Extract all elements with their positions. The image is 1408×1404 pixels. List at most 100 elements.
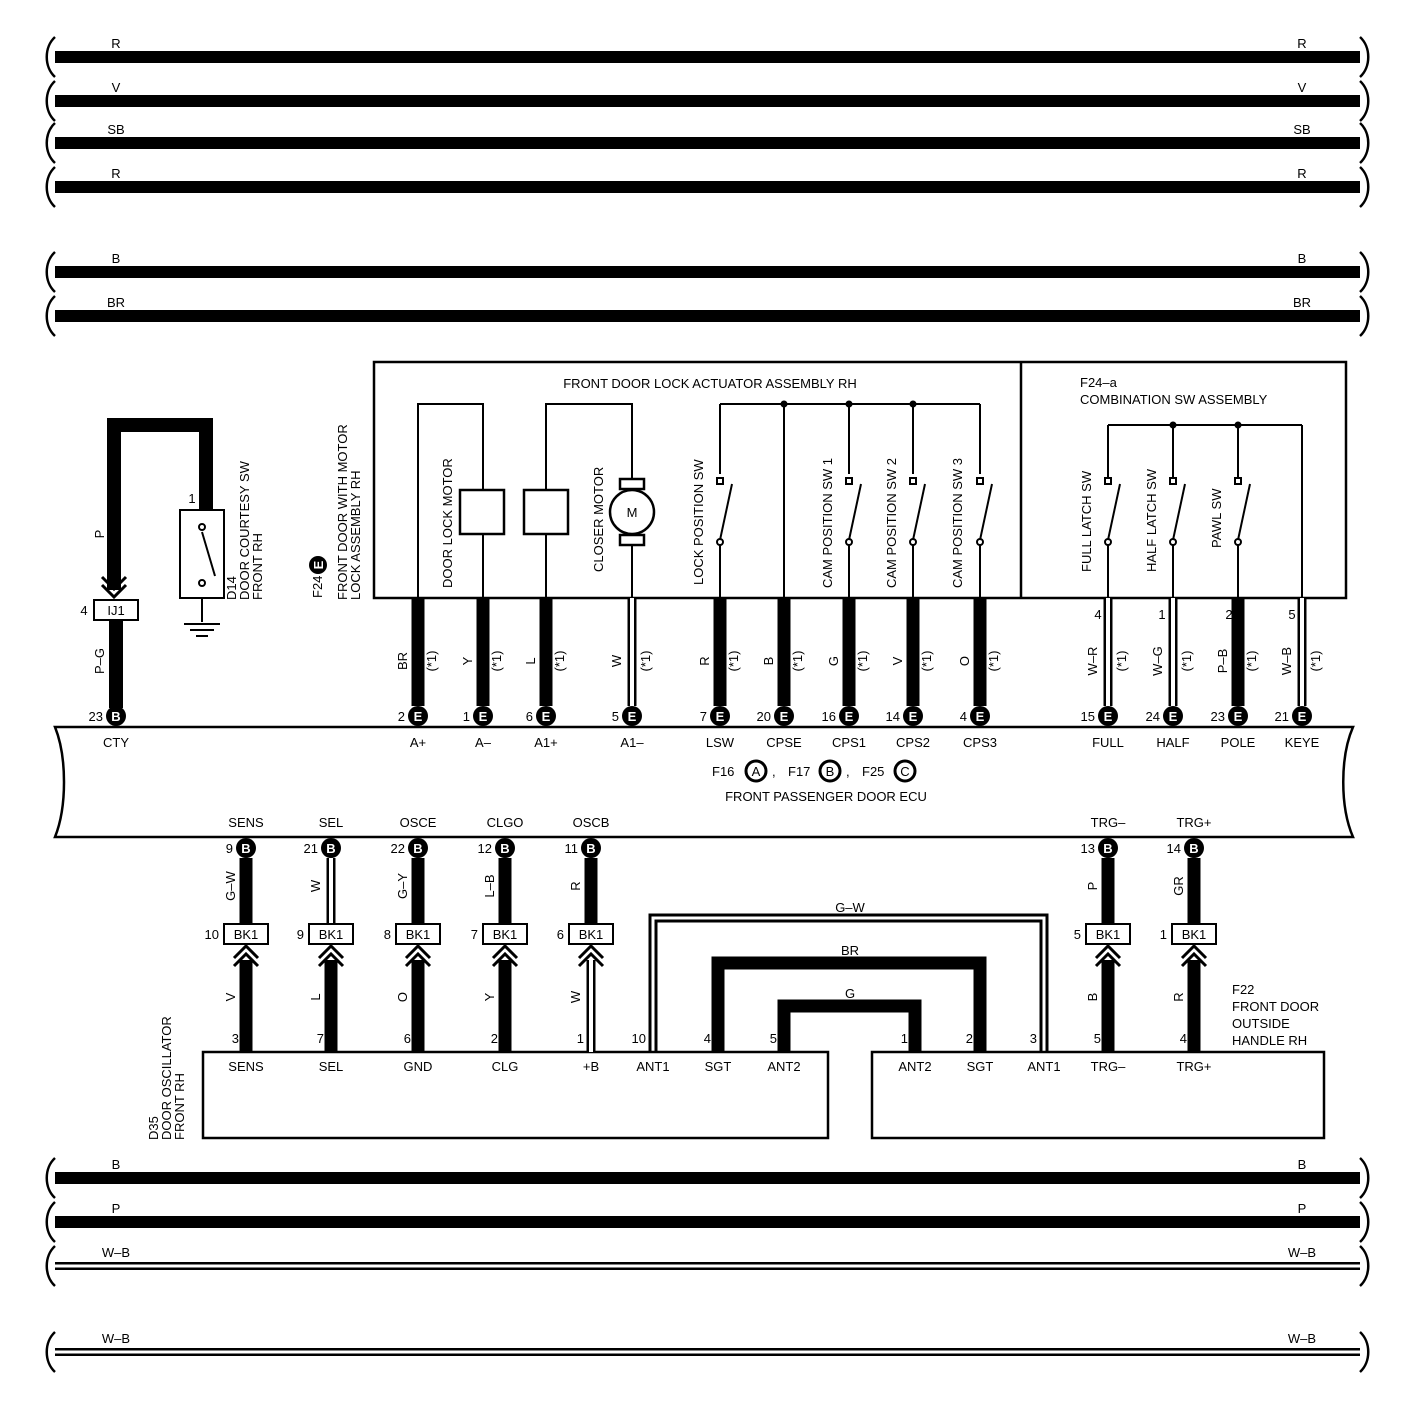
ecu-bottom-pin-3-letter: B [500,841,509,856]
handle-code: F22 [1232,982,1254,997]
arrow-up-chevron [404,943,432,960]
ecu-top-pin-10-num: 15 [1081,709,1095,724]
bus-break-left [45,1201,56,1243]
ecu-conn-c-badge [893,759,917,783]
osc-pin-5-num: 10 [632,1031,646,1046]
ecu-top-pin-7-letter: E [845,709,854,724]
ecu-bottom-pin-5-num: 13 [1081,841,1095,856]
lock-assembly-box [372,360,1348,600]
ecu-conn-c: C [900,764,909,779]
ecu-top-pin-1-label: A+ [410,735,426,750]
ecu-bottom-pin-4-bk-pin: 6 [557,927,564,942]
ecu-top-pin-10-label: FULL [1092,735,1124,750]
pin-layer: B23CTYE2A+BR(*1)E1A–Y(*1)E6A1+L(*1)E5A1–… [89,598,1323,1074]
ecu-bottom-pin-5-label: TRG– [1091,815,1126,830]
ecu-top-pin-3-label: A1+ [534,735,558,750]
osc-pin-1-num: 7 [317,1031,324,1046]
ecu-bottom-pin-0-bk-label: BK1 [234,927,259,942]
ecu-top-pin-10-letter: E [1104,709,1113,724]
comp-cam-position-sw-3: CAM POSITION SW 3 [950,458,965,588]
handle-name-2: OUTSIDE [1232,1016,1290,1031]
ecu-top-pin-7-badge [839,706,859,726]
ecu-bottom-pin-6-bk-label: BK1 [1182,927,1207,942]
ecu-top-pin-10-note: (*1) [1114,651,1129,672]
ecu-title: FRONT PASSENGER DOOR ECU [725,789,927,804]
arrow-up-chevron [232,951,260,968]
comp-pawl-sw: PAWL SW [1209,488,1224,548]
ecu-top-pin-7-note: (*1) [855,651,870,672]
osc-pin-2-label: GND [404,1059,433,1074]
ecu-top-pin-8-letter: E [909,709,918,724]
lock-assembly-name-2: LOCK ASSEMBLY RH [348,470,363,600]
bus-break-left [45,1331,56,1373]
ecu-bottom-pin-5-bk-label: BK1 [1096,927,1121,942]
ecu-top-pin-11-label: HALF [1156,735,1189,750]
ecu-top-pin-10-color: W–R [1085,647,1100,676]
ecu-bottom-pin-5-color2: B [1085,993,1100,1002]
combo-title: COMBINATION SW ASSEMBLY [1080,392,1268,407]
oscillator-name-2: FRONT RH [172,1073,187,1140]
ecu-top-pin-2-label: A– [475,735,492,750]
actuator-title: FRONT DOOR LOCK ACTUATOR ASSEMBLY RH [563,376,857,391]
ecu-bottom-pin-4-bk-label: BK1 [579,927,604,942]
handle-pin-0-num: 1 [901,1031,908,1046]
bus-color-left: P [112,1201,121,1216]
ecu-top-pin-11-note: (*1) [1179,651,1194,672]
ecu-top-pin-12-color: P–B [1215,649,1230,674]
arrow-up-icon [1180,943,1208,968]
ecu-bottom-pin-4-num: 11 [565,841,579,856]
arrow-up-chevron [404,951,432,968]
bus-break-right [1359,1331,1370,1373]
handle-name-1: FRONT DOOR [1232,999,1319,1014]
ecu-bottom-pin-2-num: 22 [391,841,405,856]
ecu-top-pin-7-num: 16 [822,709,836,724]
arrow-up-chevron [317,951,345,968]
ecu-top-pin-12-label: POLE [1221,735,1256,750]
text-layer: 1 P 4 IJ1 P–G D14 DOOR COURTESY SW FRONT… [80,375,1319,1140]
ecu-top-pin-11-letter: E [1169,709,1178,724]
bus-color-left: W–B [102,1331,130,1346]
courtesy-code: D14 [224,576,239,600]
comp-lock-position-sw: LOCK POSITION SW [691,459,706,585]
osc-pin-4-label: +B [583,1059,599,1074]
courtesy-wire-color: P [92,530,107,539]
ecu-top-pin-12-note: (*1) [1244,651,1259,672]
ecu-top-pin-9-letter: E [976,709,985,724]
ecu-top-pin-9-num: 4 [960,709,967,724]
ecu-bottom-pin-6-letter: B [1189,841,1198,856]
ecu-top-pin-8-badge [903,706,923,726]
bus-color-right: B [1298,251,1307,266]
arrow-up-chevron [1180,943,1208,960]
ecu-bottom-pin-1-bk-label: BK1 [319,927,344,942]
combo-pin-pawl: 2 [1225,607,1232,622]
combo-pin-full: 4 [1094,607,1101,622]
ecu-bottom-pin-3-bk-label: BK1 [493,927,518,942]
motor-symbol: M [627,505,638,520]
osc-pin-0-label: SENS [228,1059,264,1074]
ecu-conn-b-badge [818,759,842,783]
osc-pin-3-label: CLG [492,1059,519,1074]
arrow-up-chevron [232,943,260,960]
arrow-up-chevron [577,951,605,968]
bus-break-right [1359,1157,1370,1199]
ecu-bottom-pin-0-label: SENS [228,815,264,830]
ecu-top-pin-5-color: R [697,656,712,665]
osc-pin-7-label: ANT2 [767,1059,800,1074]
ecu-top-pin-2-letter: E [479,709,488,724]
bus-break-left [45,295,56,337]
combo-code: F24–a [1080,375,1118,390]
bus-color-left: SB [107,122,124,137]
bus-break-right [1359,80,1370,122]
lock-assembly-name-1: FRONT DOOR WITH MOTOR [335,424,350,600]
ecu-top-pin-0-num: 23 [89,709,103,724]
ecu-bottom-pin-4-color: R [568,881,583,890]
handle-name-3: HANDLE RH [1232,1033,1307,1048]
ecu-sep-1: , [772,764,776,779]
ecu-bottom-pin-1-color: W [308,879,323,892]
ecu-bottom-pin-2-badge [408,838,428,858]
ecu-top-pin-12-num: 23 [1211,709,1225,724]
handle-pin-1-num: 2 [966,1031,973,1046]
ecu-top-pin-6-badge [774,706,794,726]
combo-switch-contacts [1104,425,1251,598]
ecu-top-pin-1-badge [408,706,428,726]
